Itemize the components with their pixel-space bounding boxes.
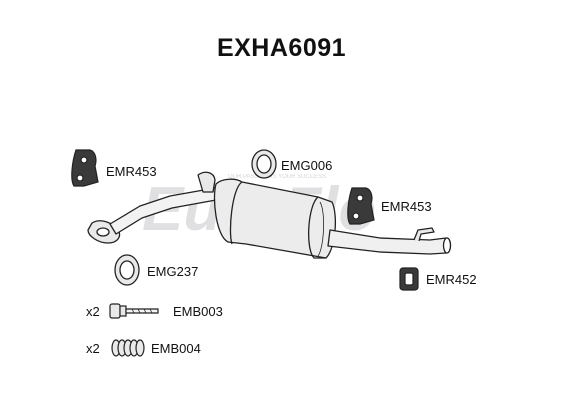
emg006-label: EMG006 [281, 158, 333, 173]
emb004-quantity: x2 [86, 341, 100, 356]
emr453-left-hanger-icon [71, 149, 99, 187]
emr452-mount-icon [399, 267, 419, 291]
emr452-label: EMR452 [426, 272, 477, 287]
emg237-label: EMG237 [147, 264, 199, 279]
emb003-bolt-icon [109, 303, 159, 319]
emr453-right-hanger-icon [347, 187, 375, 225]
emb003-quantity: x2 [86, 304, 100, 319]
emb004-spring-icon [111, 339, 145, 357]
exhaust-system [87, 171, 452, 259]
emr453-right-label: EMR453 [381, 199, 432, 214]
emg237-gasket-icon [114, 254, 140, 286]
emb004-label: EMB004 [151, 341, 201, 356]
emg006-gasket-icon [251, 149, 277, 179]
tail-pipe [327, 229, 452, 255]
emb003-label: EMB003 [173, 304, 223, 319]
emr453-left-label: EMR453 [106, 164, 157, 179]
watermark-tagline: OUR PASSION IS YOUR SUCCESS [228, 174, 326, 180]
diagram-title: EXHA6091 [216, 34, 347, 62]
